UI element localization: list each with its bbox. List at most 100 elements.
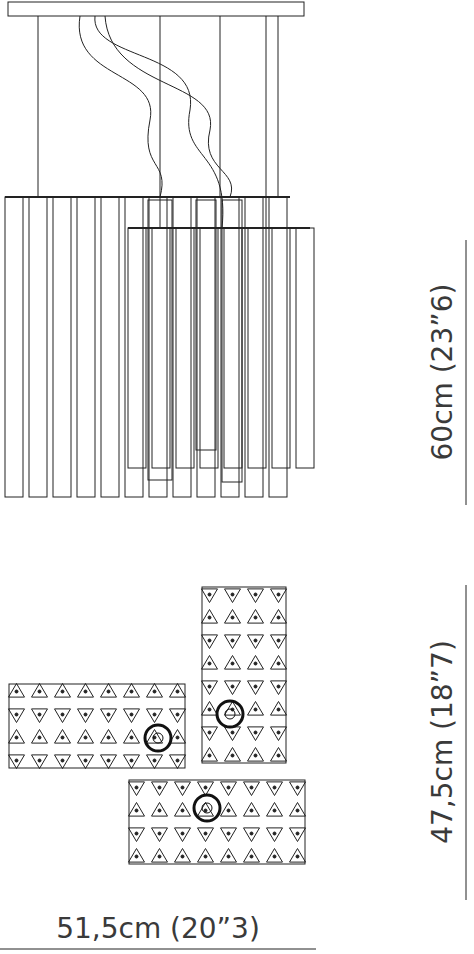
tube-dot <box>204 809 207 812</box>
prism-tube <box>202 610 218 624</box>
tube-dot <box>277 593 280 596</box>
prism-tube <box>202 635 218 649</box>
rod-tube <box>148 200 172 480</box>
prism-tube <box>175 803 191 817</box>
cable <box>79 16 162 197</box>
tube-dot <box>158 809 161 812</box>
tube-dot <box>254 731 257 734</box>
prism-tube <box>9 755 25 769</box>
tube-dot <box>231 754 234 757</box>
tube-dot <box>130 759 133 762</box>
glass-tube <box>248 228 266 468</box>
prism-tube <box>244 828 260 842</box>
prism-tube <box>267 782 283 796</box>
tube-dot <box>107 713 110 716</box>
tube-dot <box>227 832 230 835</box>
prism-tube <box>221 803 237 817</box>
tube-dot <box>107 736 110 739</box>
tube-dot <box>277 685 280 688</box>
prism-tube <box>248 589 264 603</box>
tube-dot <box>15 736 18 739</box>
tube-dot <box>277 662 280 665</box>
canopy-mount <box>217 701 243 727</box>
tube-dot <box>204 855 207 858</box>
prism-tube <box>55 730 71 744</box>
canopy-mount <box>194 795 220 821</box>
prism-tube <box>290 828 306 842</box>
prism-tube <box>202 702 218 716</box>
glass-tube <box>5 197 23 497</box>
glass-tube <box>53 197 71 497</box>
tube-dot <box>208 754 211 757</box>
tube-dot <box>250 809 253 812</box>
tube-cluster <box>202 587 286 763</box>
prism-tube <box>271 656 287 670</box>
tube-dot <box>135 832 138 835</box>
tube-dot <box>208 593 211 596</box>
prism-tube <box>244 803 260 817</box>
tube-dot <box>107 690 110 693</box>
prism-tube <box>290 782 306 796</box>
tube-dot <box>231 616 234 619</box>
tube-dot <box>277 639 280 642</box>
tube-dot <box>15 713 18 716</box>
tube-dot <box>227 855 230 858</box>
tube-dot <box>38 690 41 693</box>
prism-tube <box>198 849 214 863</box>
tube-cluster <box>129 780 305 864</box>
canopy-mount <box>145 725 171 751</box>
tube-dot <box>231 593 234 596</box>
prism-tube <box>152 828 168 842</box>
dimension-line <box>466 585 467 900</box>
tube-dot <box>208 616 211 619</box>
prism-tube <box>32 709 48 723</box>
prism-tube <box>32 684 48 698</box>
prism-tube <box>271 727 287 741</box>
tube-dot <box>61 713 64 716</box>
prism-tube <box>78 730 94 744</box>
tube-dot <box>277 616 280 619</box>
prism-tube <box>32 755 48 769</box>
tube-dot <box>231 685 234 688</box>
tube-dot <box>250 786 253 789</box>
prism-tube <box>9 709 25 723</box>
tube-dot <box>296 832 299 835</box>
tube-dot <box>273 809 276 812</box>
prism-tube <box>170 755 186 769</box>
prism-tube <box>202 727 218 741</box>
tube-dot <box>254 662 257 665</box>
prism-tube <box>124 730 140 744</box>
prism-tube <box>248 610 264 624</box>
tube-dot <box>250 832 253 835</box>
prism-tube <box>267 828 283 842</box>
tube-dot <box>15 690 18 693</box>
prism-tube <box>55 709 71 723</box>
prism-tube <box>202 656 218 670</box>
prism-tube <box>202 589 218 603</box>
dimension-line <box>0 949 316 950</box>
tube-dot <box>153 759 156 762</box>
prism-tube <box>32 730 48 744</box>
prism-tube <box>271 702 287 716</box>
prism-tube <box>290 803 306 817</box>
prism-tube <box>147 730 163 744</box>
prism-tube <box>129 803 145 817</box>
dimension-label: 51,5cm (20”3) <box>56 915 260 943</box>
prism-tube <box>248 635 264 649</box>
prism-tube <box>147 709 163 723</box>
prism-tube <box>225 748 241 762</box>
prism-tube <box>225 727 241 741</box>
tube-dot <box>296 809 299 812</box>
canopy-mount <box>225 709 235 719</box>
tube-dot <box>15 759 18 762</box>
tube-dot <box>84 690 87 693</box>
tube-dot <box>181 809 184 812</box>
tube-dot <box>158 832 161 835</box>
prism-tube <box>129 828 145 842</box>
prism-tube <box>271 748 287 762</box>
tube-dot <box>176 736 179 739</box>
prism-tube <box>124 755 140 769</box>
suspension-rod <box>278 16 279 197</box>
tube-dot <box>153 713 156 716</box>
prism-tube <box>101 684 117 698</box>
